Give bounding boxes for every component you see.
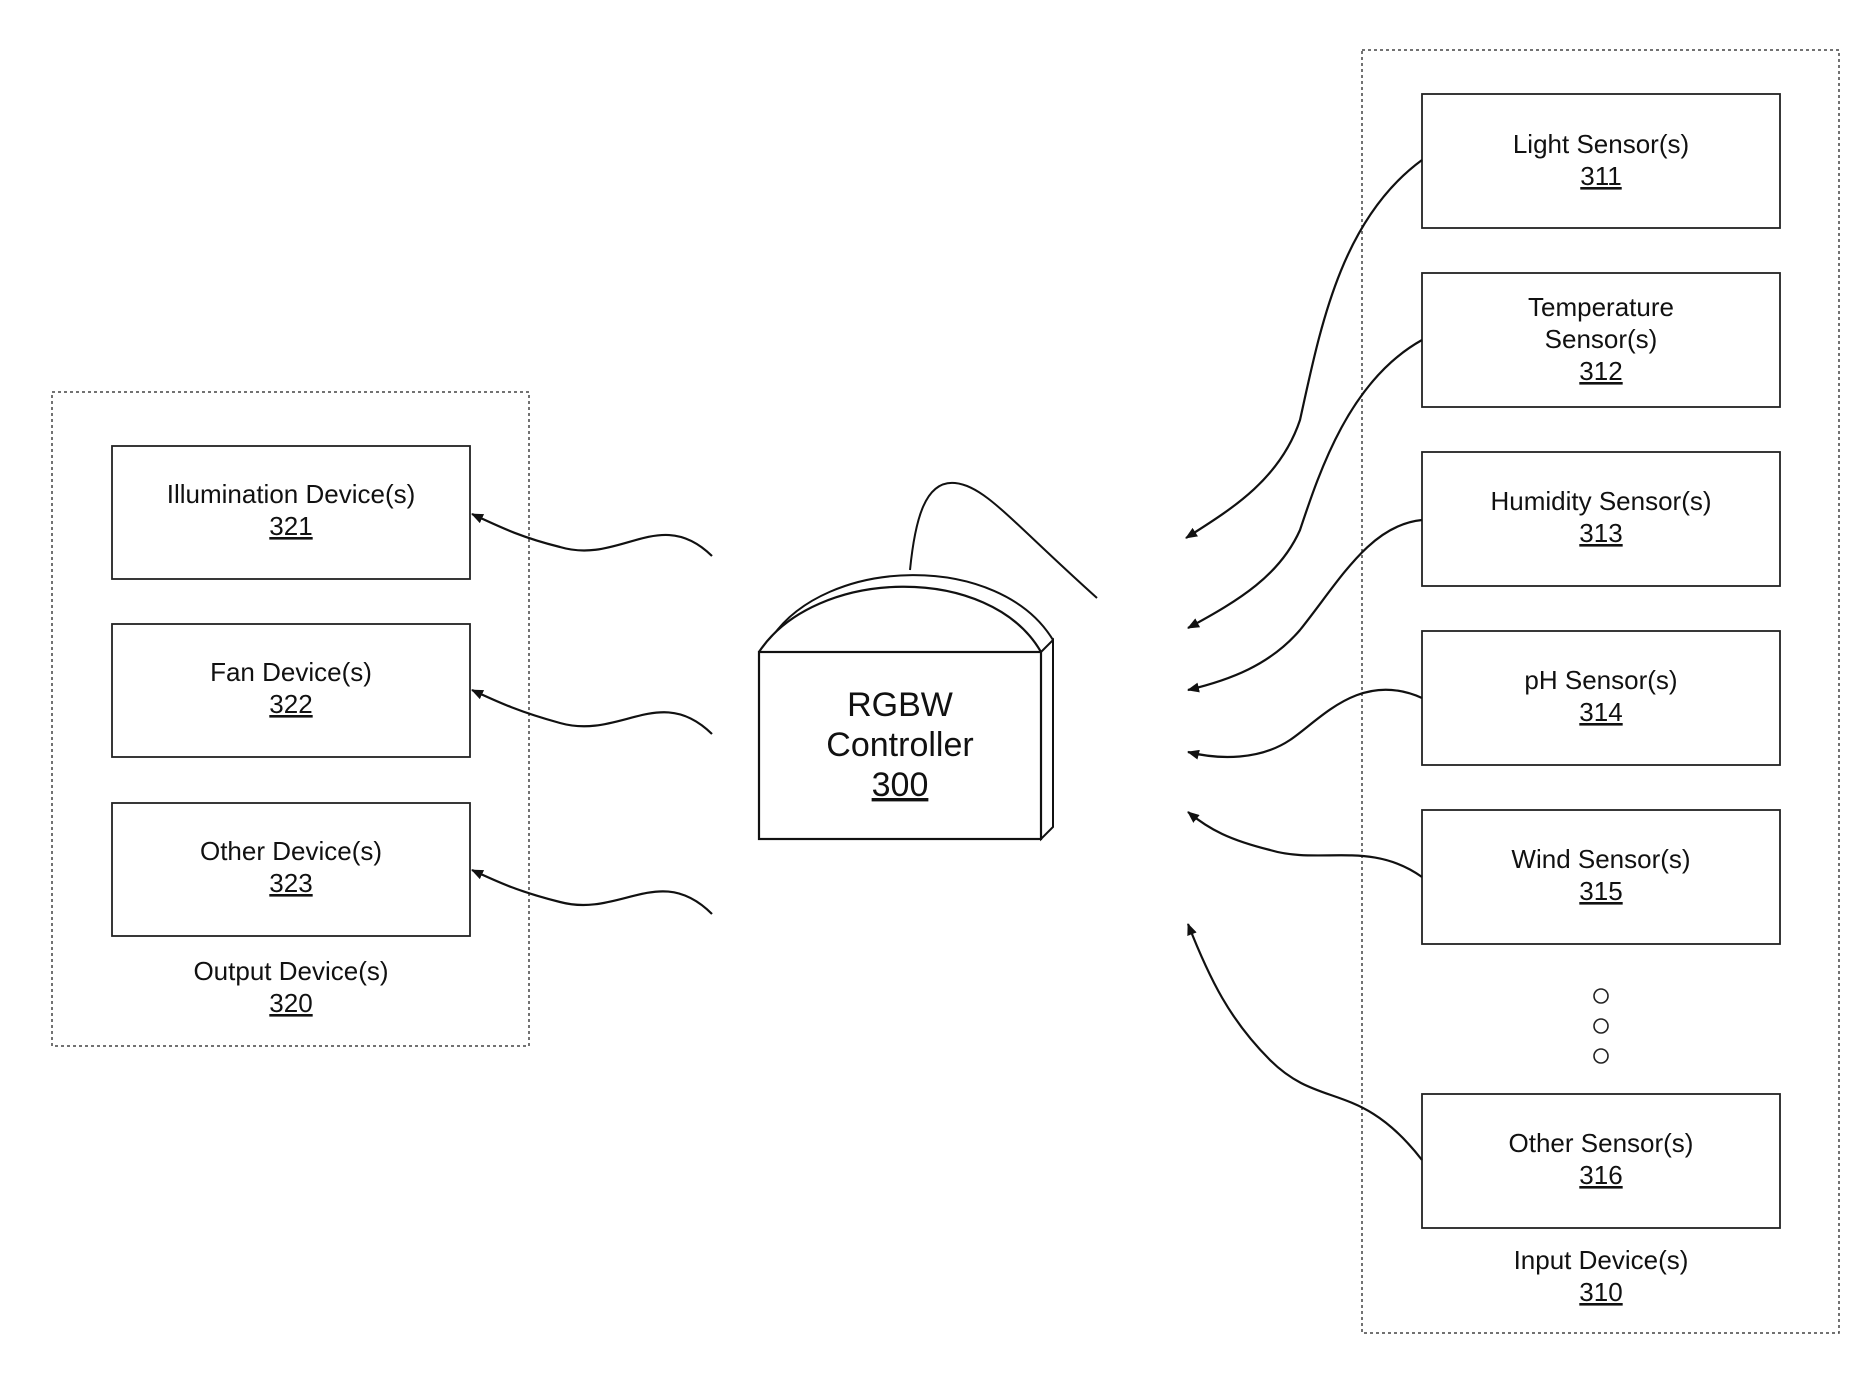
wind-sensor-label: Wind Sensor(s) bbox=[1511, 844, 1690, 874]
light-sensor-label: Light Sensor(s) bbox=[1513, 129, 1689, 159]
sensor-temperature: Temperature Sensor(s) 312 bbox=[1422, 273, 1780, 407]
other-device-number: 323 bbox=[269, 868, 312, 898]
illumination-device-label: Illumination Device(s) bbox=[167, 479, 416, 509]
arrow-from-humidity-sensor bbox=[1188, 520, 1422, 690]
arrow-from-light-sensor bbox=[1186, 160, 1422, 538]
arrow-from-other-sensor bbox=[1188, 924, 1422, 1160]
sensor-ph: pH Sensor(s) 314 bbox=[1422, 631, 1780, 765]
sensor-light: Light Sensor(s) 311 bbox=[1422, 94, 1780, 228]
other-sensor-number: 316 bbox=[1579, 1160, 1622, 1190]
arrow-from-wind-sensor bbox=[1188, 812, 1422, 877]
sensor-humidity: Humidity Sensor(s) 313 bbox=[1422, 452, 1780, 586]
input-group-label: Input Device(s) bbox=[1514, 1245, 1689, 1275]
ellipsis-dots bbox=[1594, 989, 1608, 1063]
sensor-wind: Wind Sensor(s) 315 bbox=[1422, 810, 1780, 944]
arrow-to-illumination bbox=[472, 514, 712, 556]
temperature-sensor-label-line1: Temperature bbox=[1528, 292, 1674, 322]
humidity-sensor-number: 313 bbox=[1579, 518, 1622, 548]
wind-sensor-number: 315 bbox=[1579, 876, 1622, 906]
output-group-number: 320 bbox=[269, 988, 312, 1018]
antenna bbox=[910, 483, 1097, 598]
arrow-to-other-device bbox=[472, 870, 712, 914]
arrow-to-fan bbox=[472, 690, 712, 734]
output-group-label: Output Device(s) bbox=[193, 956, 388, 986]
temperature-sensor-number: 312 bbox=[1579, 356, 1622, 386]
controller-dome-front bbox=[759, 587, 1041, 652]
output-device-fan: Fan Device(s) 322 bbox=[112, 624, 470, 757]
ellipsis-dot bbox=[1594, 1019, 1608, 1033]
arrow-from-temperature-sensor bbox=[1188, 340, 1422, 628]
illumination-device-number: 321 bbox=[269, 511, 312, 541]
ph-sensor-number: 314 bbox=[1579, 697, 1622, 727]
other-device-label: Other Device(s) bbox=[200, 836, 382, 866]
output-device-other: Other Device(s) 323 bbox=[112, 803, 470, 936]
ph-sensor-label: pH Sensor(s) bbox=[1524, 665, 1677, 695]
sensor-other: Other Sensor(s) 316 bbox=[1422, 1094, 1780, 1228]
other-sensor-label: Other Sensor(s) bbox=[1509, 1128, 1694, 1158]
temperature-sensor-label-line2: Sensor(s) bbox=[1545, 324, 1658, 354]
controller-label-line2: Controller bbox=[826, 726, 973, 764]
output-device-illumination: Illumination Device(s) 321 bbox=[112, 446, 470, 579]
ellipsis-dot bbox=[1594, 1049, 1608, 1063]
arrow-from-ph-sensor bbox=[1188, 690, 1422, 757]
fan-device-number: 322 bbox=[269, 689, 312, 719]
light-sensor-number: 311 bbox=[1580, 161, 1621, 191]
ellipsis-dot bbox=[1594, 989, 1608, 1003]
controller-label-line1: RGBW bbox=[847, 686, 953, 724]
rgbw-controller: RGBW Controller 300 bbox=[759, 483, 1097, 839]
input-group-number: 310 bbox=[1579, 1277, 1622, 1307]
controller-number: 300 bbox=[872, 766, 929, 804]
controller-side-face bbox=[1041, 640, 1053, 839]
fan-device-label: Fan Device(s) bbox=[210, 657, 372, 687]
humidity-sensor-label: Humidity Sensor(s) bbox=[1490, 486, 1711, 516]
